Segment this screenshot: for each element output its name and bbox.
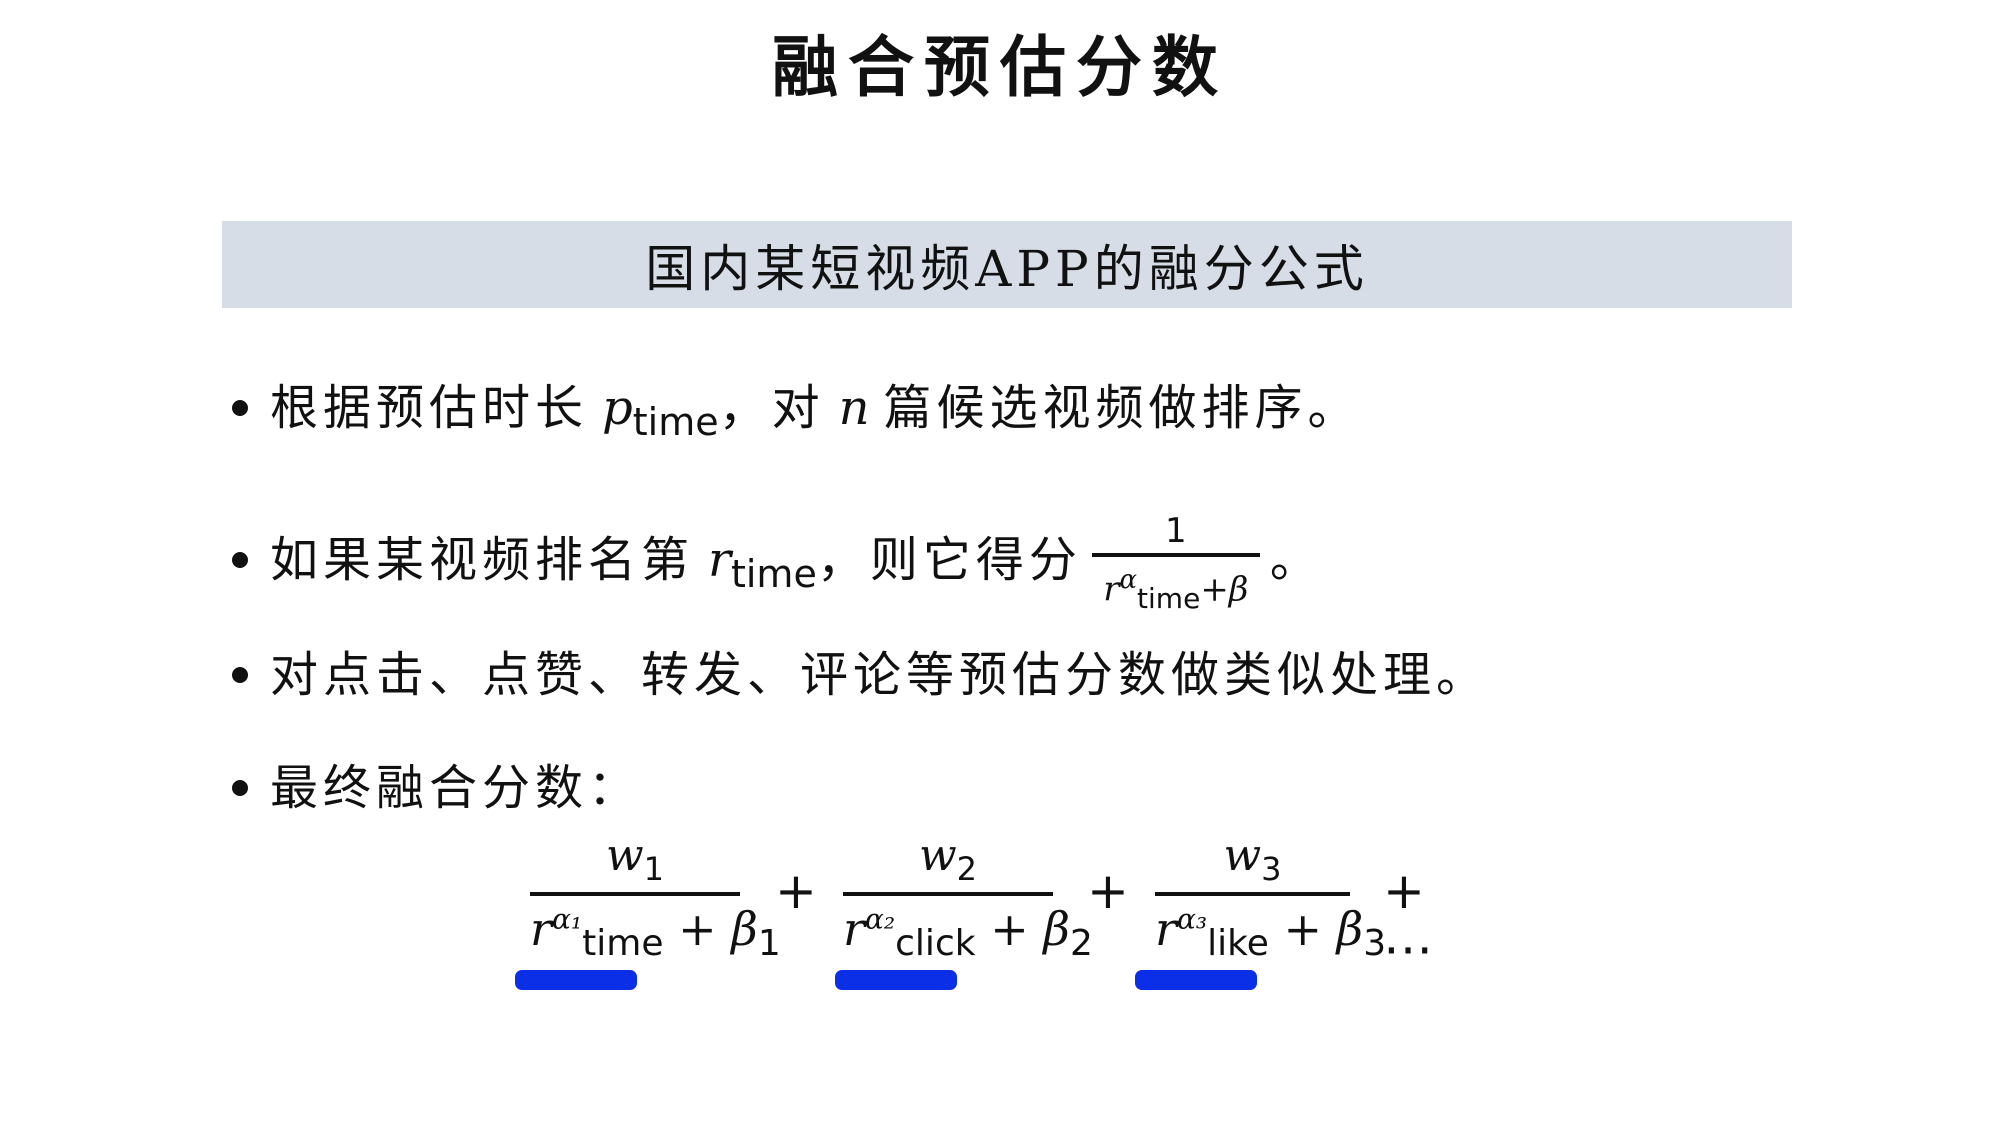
- fraction-numerator: 1: [1165, 511, 1187, 551]
- fraction-denominator: rαtime+β: [1103, 565, 1249, 616]
- term-denominator: rα₃like + β3: [1155, 902, 1387, 965]
- bullet-text: 。: [1269, 531, 1323, 588]
- bullet-dot: [232, 667, 248, 683]
- fraction-bar: [1091, 553, 1260, 557]
- formula-term-like: w3 rα₃like + β3: [1155, 830, 1386, 980]
- term-numerator: w2: [918, 830, 978, 888]
- formula-tail: + ⋯: [1383, 862, 1433, 978]
- bullet-final: 最终融合分数：: [232, 758, 641, 818]
- term-denominator: rα₁time + β1: [530, 902, 781, 965]
- bullet-text: 篇候选视频做排序。: [883, 380, 1361, 436]
- math-sub-time: time: [730, 551, 817, 596]
- bullet-dot: [232, 780, 248, 796]
- bullet-text: 最终融合分数：: [270, 760, 642, 816]
- term-bar: [843, 892, 1053, 896]
- score-fraction: 1 rαtime+β: [1091, 511, 1260, 620]
- page-title: 融合预估分数: [772, 29, 1228, 106]
- bullet-text: ，对: [718, 380, 825, 436]
- formula-term-click: w2 rα₂click + β2: [843, 830, 1093, 980]
- math-p: p: [602, 380, 633, 436]
- bullet-dot: [232, 400, 248, 416]
- term-denominator: rα₂click + β2: [843, 902, 1093, 965]
- math-r: r: [708, 531, 731, 588]
- bullet-text: 根据预估时长: [270, 380, 589, 436]
- math-sub-time: time: [632, 400, 719, 444]
- math-n: n: [838, 380, 870, 436]
- bullet-text: 对点击、点赞、转发、评论等预估分数做类似处理。: [270, 647, 1490, 703]
- plus-sign: +: [775, 862, 817, 920]
- formula-banner: 国内某短视频APP的融分公式: [222, 221, 1792, 308]
- term-numerator: w3: [1223, 830, 1282, 888]
- bullet-similar: 对点击、点赞、转发、评论等预估分数做类似处理。: [232, 645, 1489, 705]
- banner-text: 国内某短视频APP的融分公式: [645, 239, 1369, 298]
- bullet-text: ，则它得分: [816, 531, 1082, 588]
- formula-term-time: w1 rα₁time + β1: [530, 830, 781, 980]
- highlight-time: [515, 970, 637, 990]
- bullet-dot: [232, 551, 248, 568]
- plus-sign: +: [1087, 862, 1129, 920]
- term-bar: [1155, 892, 1350, 896]
- term-bar: [530, 892, 740, 896]
- term-numerator: w1: [605, 830, 665, 888]
- bullet-text: 如果某视频排名第: [270, 531, 695, 588]
- highlight-click: [835, 970, 957, 990]
- highlight-like: [1135, 970, 1257, 990]
